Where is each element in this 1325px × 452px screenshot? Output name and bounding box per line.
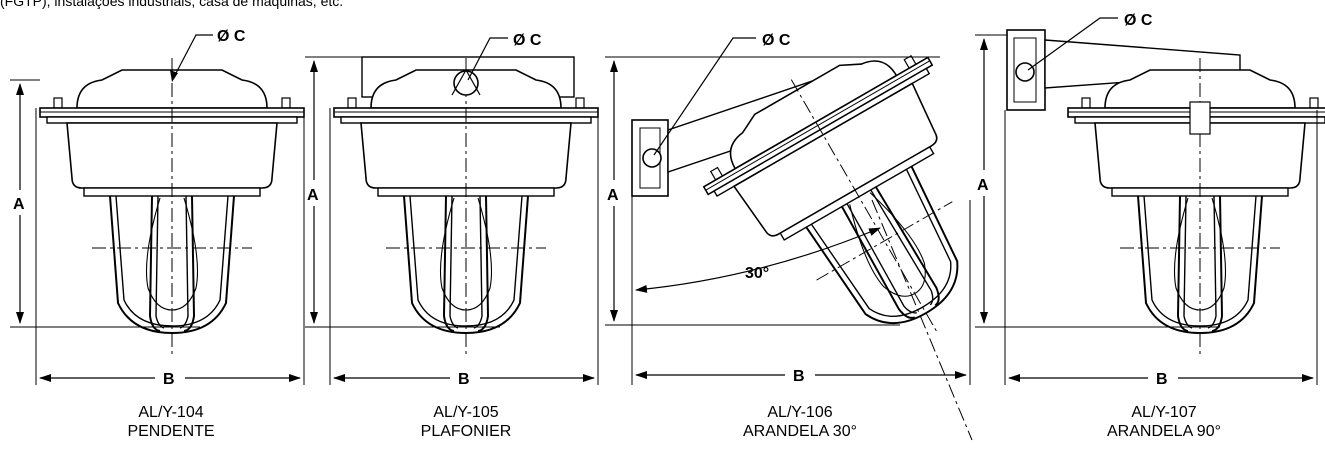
fixture-2-drawing: A B Ø C — [305, 32, 599, 388]
fixture-4-caption: AL/Y-107 ARANDELA 90° — [1064, 403, 1264, 441]
fixture-1-caption: AL/Y-104 PENDENTE — [71, 403, 271, 441]
fixture-4-dim-a: A — [977, 177, 989, 194]
fixture-3-angle: 30° — [745, 265, 769, 282]
fixture-4-mount: ARANDELA 90° — [1106, 423, 1221, 440]
fixture-1-mount: PENDENTE — [127, 423, 215, 440]
fixture-1-dim-c: Ø C — [217, 28, 246, 45]
fixture-3-caption: AL/Y-106 ARANDELA 30° — [700, 403, 900, 441]
fixture-3-dim-a: A — [607, 187, 619, 204]
fixture-1-dim-b: B — [163, 371, 175, 388]
fixture-2-dim-c: Ø C — [513, 32, 542, 49]
fixture-2-mount: PLAFONIER — [420, 423, 512, 440]
fixture-3-dim-c: Ø C — [762, 32, 791, 49]
fixture-4-drawing: A B Ø C — [975, 12, 1325, 388]
fixture-4-dim-c: Ø C — [1124, 12, 1153, 29]
fixture-3-mount: ARANDELA 30° — [742, 423, 857, 440]
fixture-4-code: AL/Y-107 — [1131, 404, 1197, 421]
fixture-2-caption: AL/Y-105 PLAFONIER — [366, 403, 566, 441]
fixture-2-code: AL/Y-105 — [433, 404, 499, 421]
fixture-2-dim-a: A — [307, 187, 319, 204]
fixture-3-code: AL/Y-106 — [767, 404, 833, 421]
intro-text: (FGTP), instalações industriais, casa de… — [0, 0, 344, 9]
fixture-1-drawing: A B Ø C — [10, 28, 305, 388]
fixture-1-code: AL/Y-104 — [138, 404, 204, 421]
fixture-3-drawing: A B 30° Ø C — [605, 14, 1052, 441]
fixture-4-dim-b: B — [1156, 371, 1168, 388]
fixture-2-dim-b: B — [458, 371, 470, 388]
fixture-1-dim-a: A — [13, 196, 25, 213]
fixture-3-dim-b: B — [793, 368, 805, 385]
